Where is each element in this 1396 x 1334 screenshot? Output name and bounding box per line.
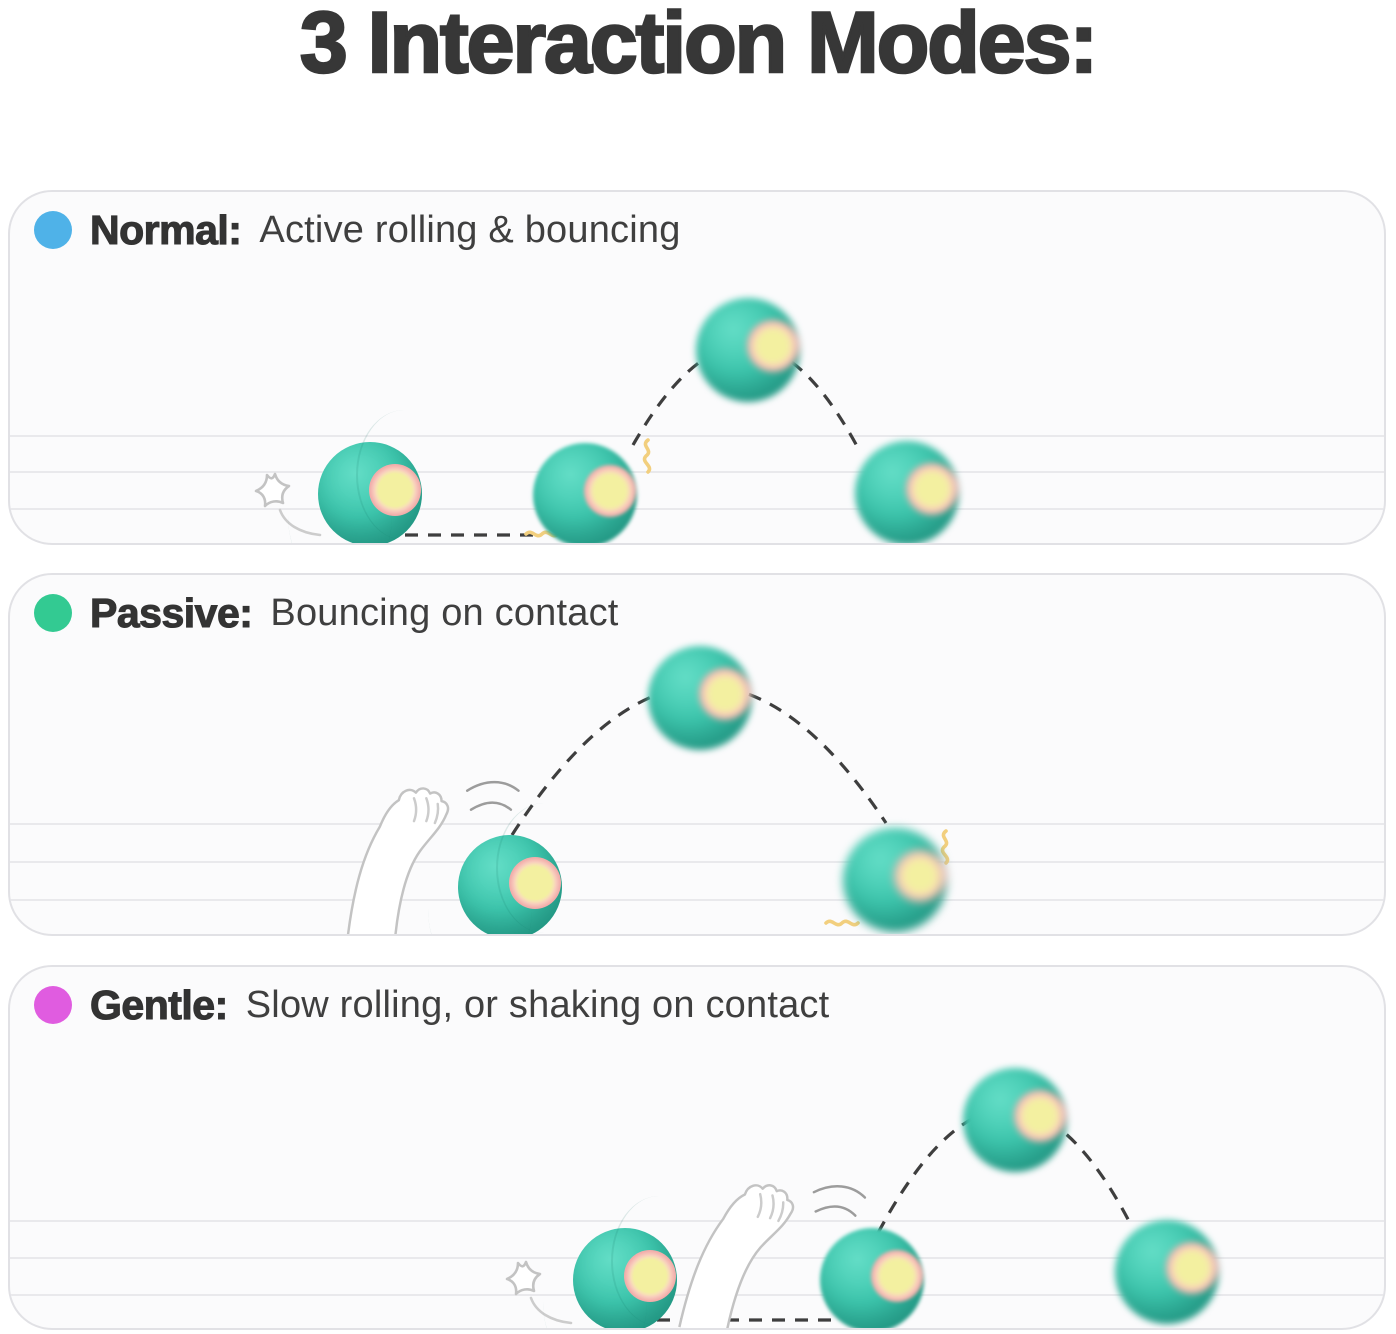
mode-header: Gentle: Slow rolling, or shaking on cont… [34, 977, 829, 1033]
ball-lens-light [699, 668, 751, 720]
wall-line [10, 823, 1384, 825]
ball-lens-light [747, 320, 799, 372]
smart-ball-blurred [963, 1068, 1067, 1172]
mode-color-dot [34, 986, 72, 1024]
mode-header: Passive: Bouncing on contact [34, 585, 619, 641]
scene-drawing [346, 684, 950, 934]
ball-lens-light [1014, 1090, 1066, 1142]
wall-line [10, 861, 1384, 863]
smart-ball-blurred [696, 298, 800, 402]
mode-name: Gentle: [89, 981, 228, 1028]
paw-icon [346, 780, 520, 934]
wall-line [10, 435, 1384, 437]
wall-line [10, 899, 1384, 901]
mode-panel-passive: Passive: Bouncing on contact [8, 573, 1386, 936]
ball-lens-light [906, 463, 958, 515]
trajectory-scene [10, 575, 1384, 934]
mode-panel-normal: Normal: Active rolling & bouncing [8, 190, 1386, 545]
mode-name: Normal: [89, 206, 242, 253]
smart-ball-blurred [533, 443, 637, 543]
ball-lens-light [584, 465, 636, 517]
mode-description: Bouncing on contact [270, 591, 619, 634]
ball-lens-light [369, 464, 421, 516]
mode-description: Active rolling & bouncing [259, 208, 681, 251]
smart-ball [318, 410, 422, 543]
smart-ball [573, 1196, 677, 1328]
smart-ball-blurred [648, 646, 752, 750]
ball-lens-light [509, 857, 561, 909]
mode-color-dot [34, 594, 72, 632]
mode-description: Slow rolling, or shaking on contact [245, 983, 830, 1026]
mode-name: Passive: [89, 589, 253, 636]
smart-ball-blurred [855, 441, 959, 543]
wall-line [10, 508, 1384, 510]
ball-lens-light [1166, 1242, 1218, 1294]
mode-header: Normal: Active rolling & bouncing [34, 202, 681, 258]
paw-icon [678, 1184, 867, 1328]
smart-ball-blurred [1115, 1220, 1219, 1324]
vibration-squiggle-icon [940, 829, 950, 865]
vibration-squiggle-icon [824, 919, 860, 927]
ball-lens-light [624, 1250, 676, 1302]
bounce-arc-dashes [631, 343, 860, 449]
page-title: 3 Interaction Modes: [299, 0, 1100, 92]
ball-lens-light [871, 1250, 923, 1302]
wall-line [10, 471, 1384, 473]
mode-panel-gentle: Gentle: Slow rolling, or shaking on cont… [8, 965, 1386, 1330]
smart-ball [458, 803, 562, 934]
smart-ball-blurred [843, 828, 947, 932]
smart-ball-blurred [820, 1228, 924, 1328]
ball-lens-light [894, 850, 946, 902]
mode-color-dot [34, 211, 72, 249]
vibration-squiggle-icon [642, 438, 652, 474]
